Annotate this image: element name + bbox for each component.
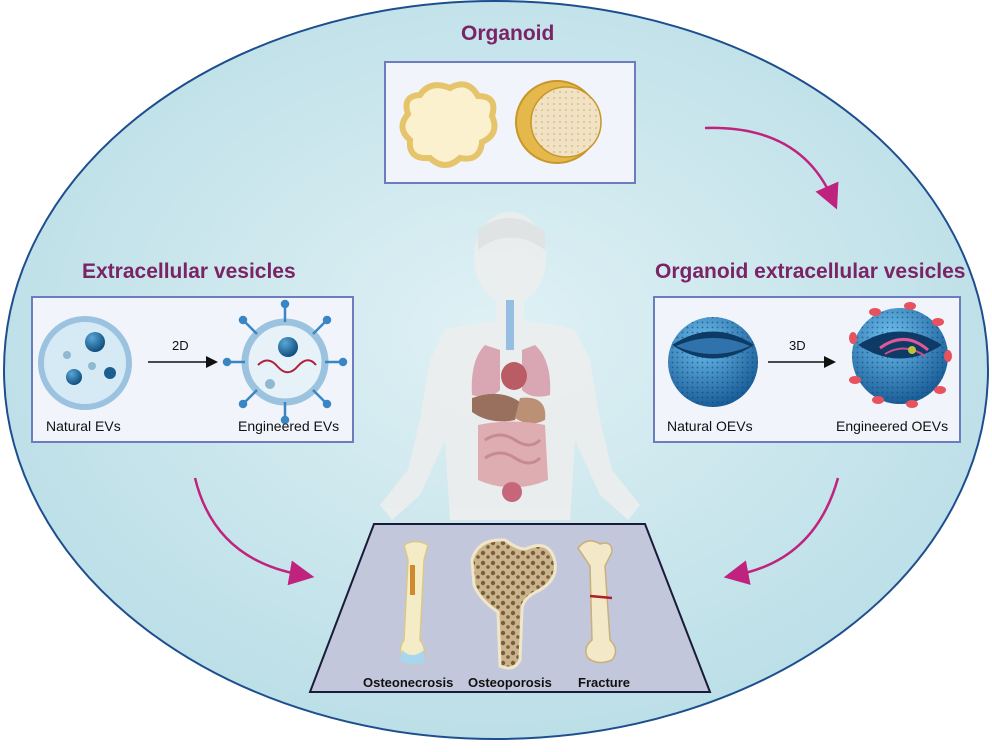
natural-oev-label: Natural OEVs	[667, 418, 753, 434]
organoid-to-oev-arrow	[704, 126, 839, 210]
bone-fracture-icon	[577, 540, 617, 664]
disease-label-osteoporosis: Osteoporosis	[468, 675, 552, 690]
engineered-oev-icon	[849, 302, 952, 408]
engineered-ev-icon	[222, 299, 348, 425]
natural-ev-icon	[38, 316, 132, 410]
engineered-ev-label: Engineered EVs	[238, 418, 340, 434]
femur-osteoporosis-icon	[470, 538, 557, 670]
organoid-cluster-icon	[399, 81, 498, 168]
oev-title: Organoid extracellular vesicles	[655, 260, 966, 283]
oev-to-bone-arrow	[723, 477, 840, 585]
femur-osteonecrosis-icon	[399, 540, 429, 666]
disease-label-fracture: Fracture	[578, 675, 631, 690]
ev-arrow-label: 2D	[172, 338, 189, 353]
organoid-cross-section-icon	[515, 80, 602, 164]
ev-to-bone-arrow	[193, 477, 315, 586]
ev-title: Extracellular vesicles	[82, 260, 296, 283]
disease-label-osteonecrosis: Osteonecrosis	[363, 675, 454, 690]
human-body-icon	[380, 212, 640, 520]
natural-oev-icon	[668, 317, 758, 407]
natural-ev-label: Natural EVs	[46, 418, 121, 434]
engineered-oev-label: Engineered OEVs	[836, 418, 949, 434]
oev-arrow-label: 3D	[789, 338, 806, 353]
organoid-title: Organoid	[461, 22, 555, 45]
